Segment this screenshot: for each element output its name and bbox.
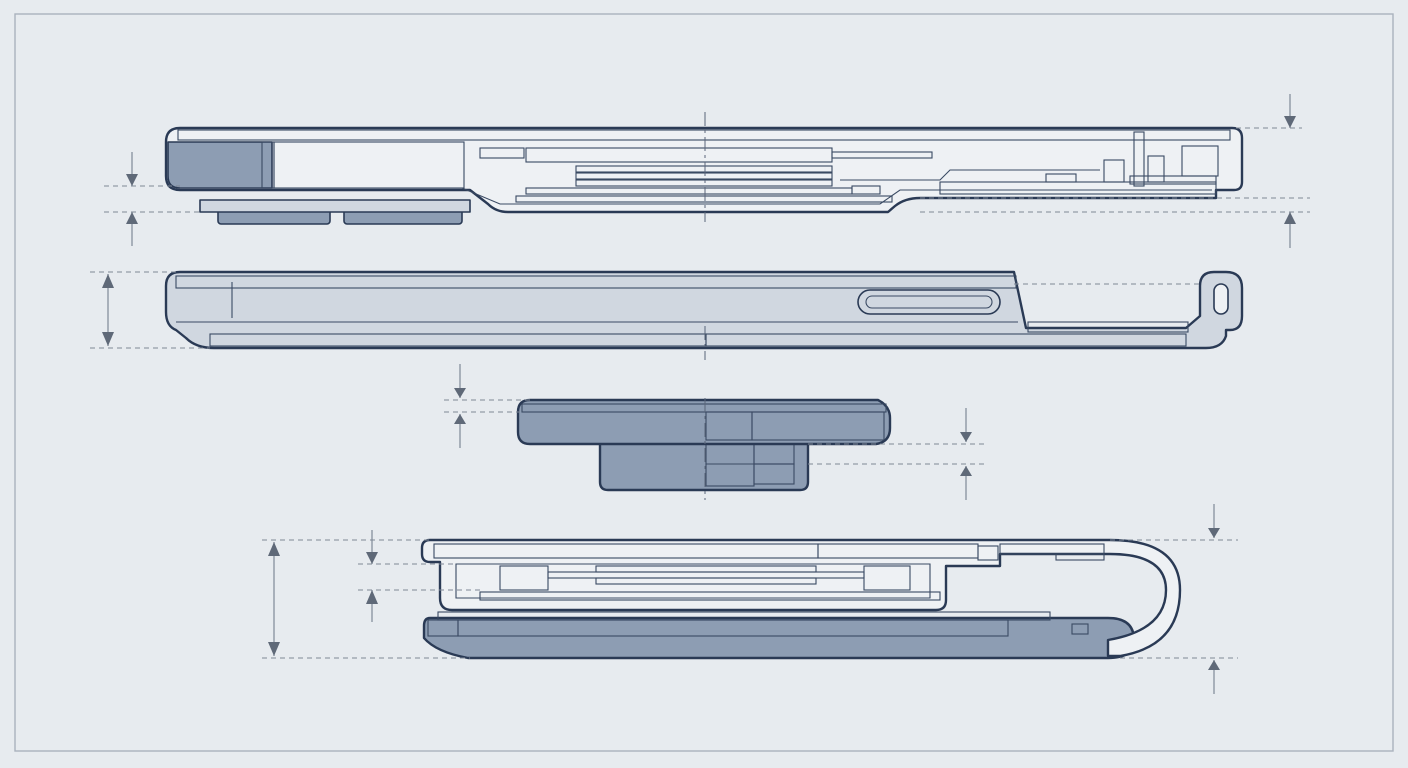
layer-5 (515, 195, 893, 203)
layer-2 (575, 172, 833, 180)
section-4-hinged-clip (262, 504, 1238, 694)
section-3-knob (444, 364, 988, 500)
layer-1 (575, 165, 833, 173)
housing-hatched-base (705, 333, 1187, 347)
main-body-shell (164, 126, 1244, 214)
base-plate (199, 199, 471, 213)
section-2-side-profile (90, 270, 1244, 360)
right-blue-layer (939, 181, 1217, 195)
knob-cap (516, 398, 892, 446)
lanyard-loop (1213, 283, 1229, 315)
housing-profile (164, 270, 1244, 350)
small-plate (479, 147, 525, 159)
drawing-frame (14, 13, 1394, 752)
vertical-pin (1133, 131, 1145, 187)
bottom-clip-plate (422, 616, 1136, 660)
layer-3 (575, 179, 833, 187)
section-1-top-assembly (104, 94, 1310, 248)
knob-stem (598, 438, 810, 492)
slot-button (857, 289, 1001, 315)
top-cover-strip (177, 129, 1231, 141)
knurled-edge (751, 411, 885, 441)
left-end-block (167, 141, 273, 189)
